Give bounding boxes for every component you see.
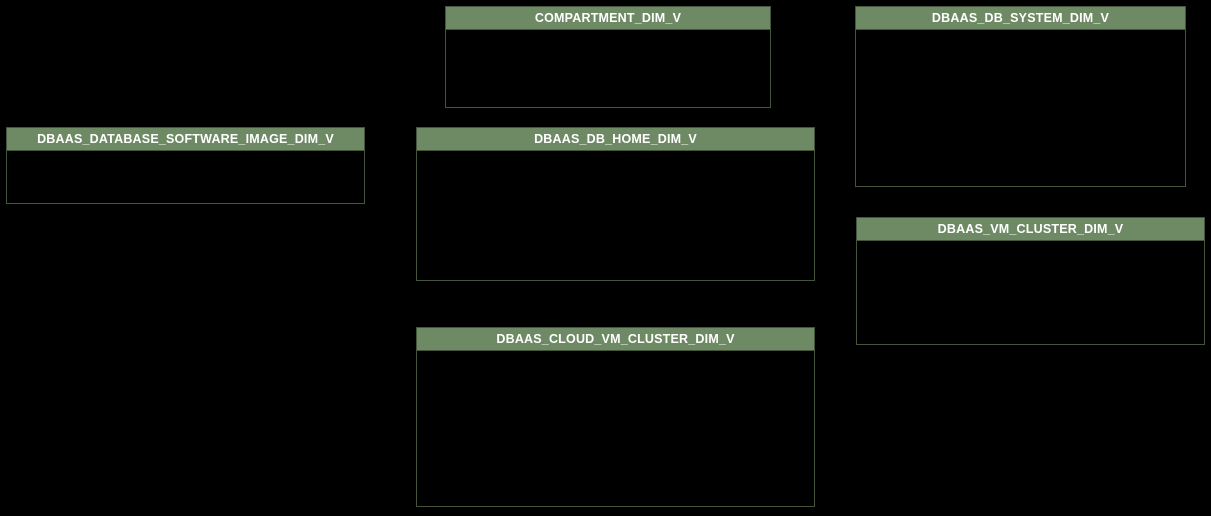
table-header[interactable]: DBAAS_DB_HOME_DIM_V bbox=[417, 128, 814, 151]
table-header[interactable]: COMPARTMENT_DIM_V bbox=[446, 7, 770, 30]
table-title: DBAAS_DB_SYSTEM_DIM_V bbox=[931, 10, 1110, 25]
table-title: DBAAS_CLOUD_VM_CLUSTER_DIM_V bbox=[496, 331, 735, 346]
table-header[interactable]: DBAAS_DATABASE_SOFTWARE_IMAGE_DIM_V bbox=[7, 128, 364, 151]
table-title: DBAAS_DB_HOME_DIM_V bbox=[534, 131, 697, 146]
entity-table[interactable]: DBAAS_VM_CLUSTER_DIM_V bbox=[856, 217, 1205, 345]
table-body bbox=[7, 151, 364, 203]
table-header[interactable]: DBAAS_CLOUD_VM_CLUSTER_DIM_V bbox=[417, 328, 814, 351]
entity-table[interactable]: DBAAS_DATABASE_SOFTWARE_IMAGE_DIM_V bbox=[6, 127, 365, 204]
table-body bbox=[417, 151, 814, 280]
table-body bbox=[857, 241, 1204, 344]
table-header[interactable]: DBAAS_VM_CLUSTER_DIM_V bbox=[857, 218, 1204, 241]
entity-table[interactable]: COMPARTMENT_DIM_V bbox=[445, 6, 771, 108]
table-body bbox=[446, 30, 770, 107]
table-body bbox=[856, 30, 1185, 186]
table-title: DBAAS_DATABASE_SOFTWARE_IMAGE_DIM_V bbox=[37, 131, 334, 146]
entity-table[interactable]: DBAAS_DB_HOME_DIM_V bbox=[416, 127, 815, 281]
table-title: COMPARTMENT_DIM_V bbox=[534, 10, 682, 25]
entity-table[interactable]: DBAAS_CLOUD_VM_CLUSTER_DIM_V bbox=[416, 327, 815, 507]
table-title: DBAAS_VM_CLUSTER_DIM_V bbox=[937, 221, 1124, 236]
table-body bbox=[417, 351, 814, 506]
table-header[interactable]: DBAAS_DB_SYSTEM_DIM_V bbox=[856, 7, 1185, 30]
entity-table[interactable]: DBAAS_DB_SYSTEM_DIM_V bbox=[855, 6, 1186, 187]
